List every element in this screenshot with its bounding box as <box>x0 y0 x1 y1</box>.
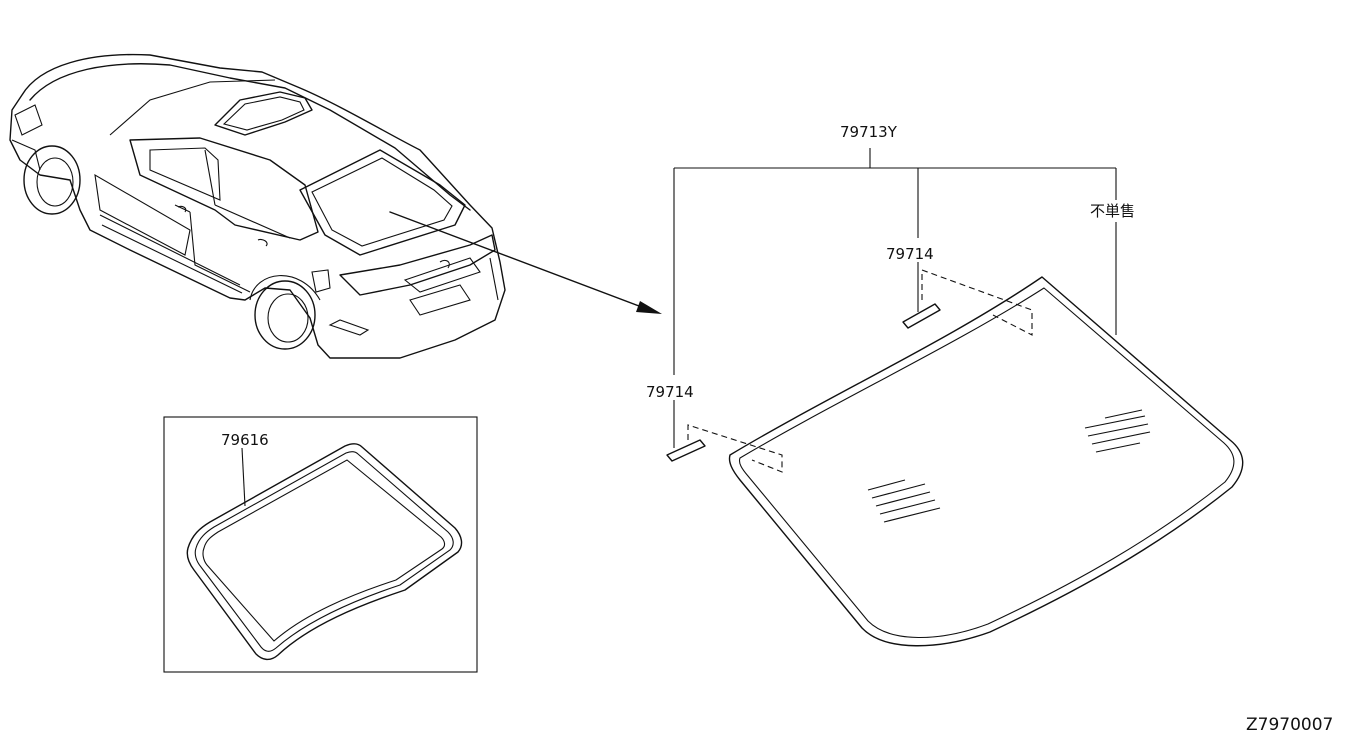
car-illustration <box>9 53 506 359</box>
molding-inset-frame <box>163 416 478 673</box>
spacer-left <box>666 424 783 473</box>
molding-illustration <box>186 443 463 661</box>
spacer-left-part-number: 79714 <box>646 383 694 401</box>
windshield-glass <box>728 276 1244 647</box>
spacer-upper-part-number: 79714 <box>886 245 934 263</box>
pointer-arrow <box>389 211 662 314</box>
glass-reflection-hatch-right <box>1084 409 1151 453</box>
molding-part-number: 79616 <box>221 431 269 449</box>
assembly-leader-bracket <box>673 148 1117 448</box>
glass-reflection-hatch-left <box>867 479 941 523</box>
molding-leader <box>241 447 246 507</box>
assembly-part-number: 79713Y <box>840 123 898 141</box>
spacer-upper <box>902 269 1033 336</box>
not-sold-separately-note: 不単售 <box>1090 202 1135 220</box>
drawing-code: Z7970007 <box>1246 715 1333 735</box>
